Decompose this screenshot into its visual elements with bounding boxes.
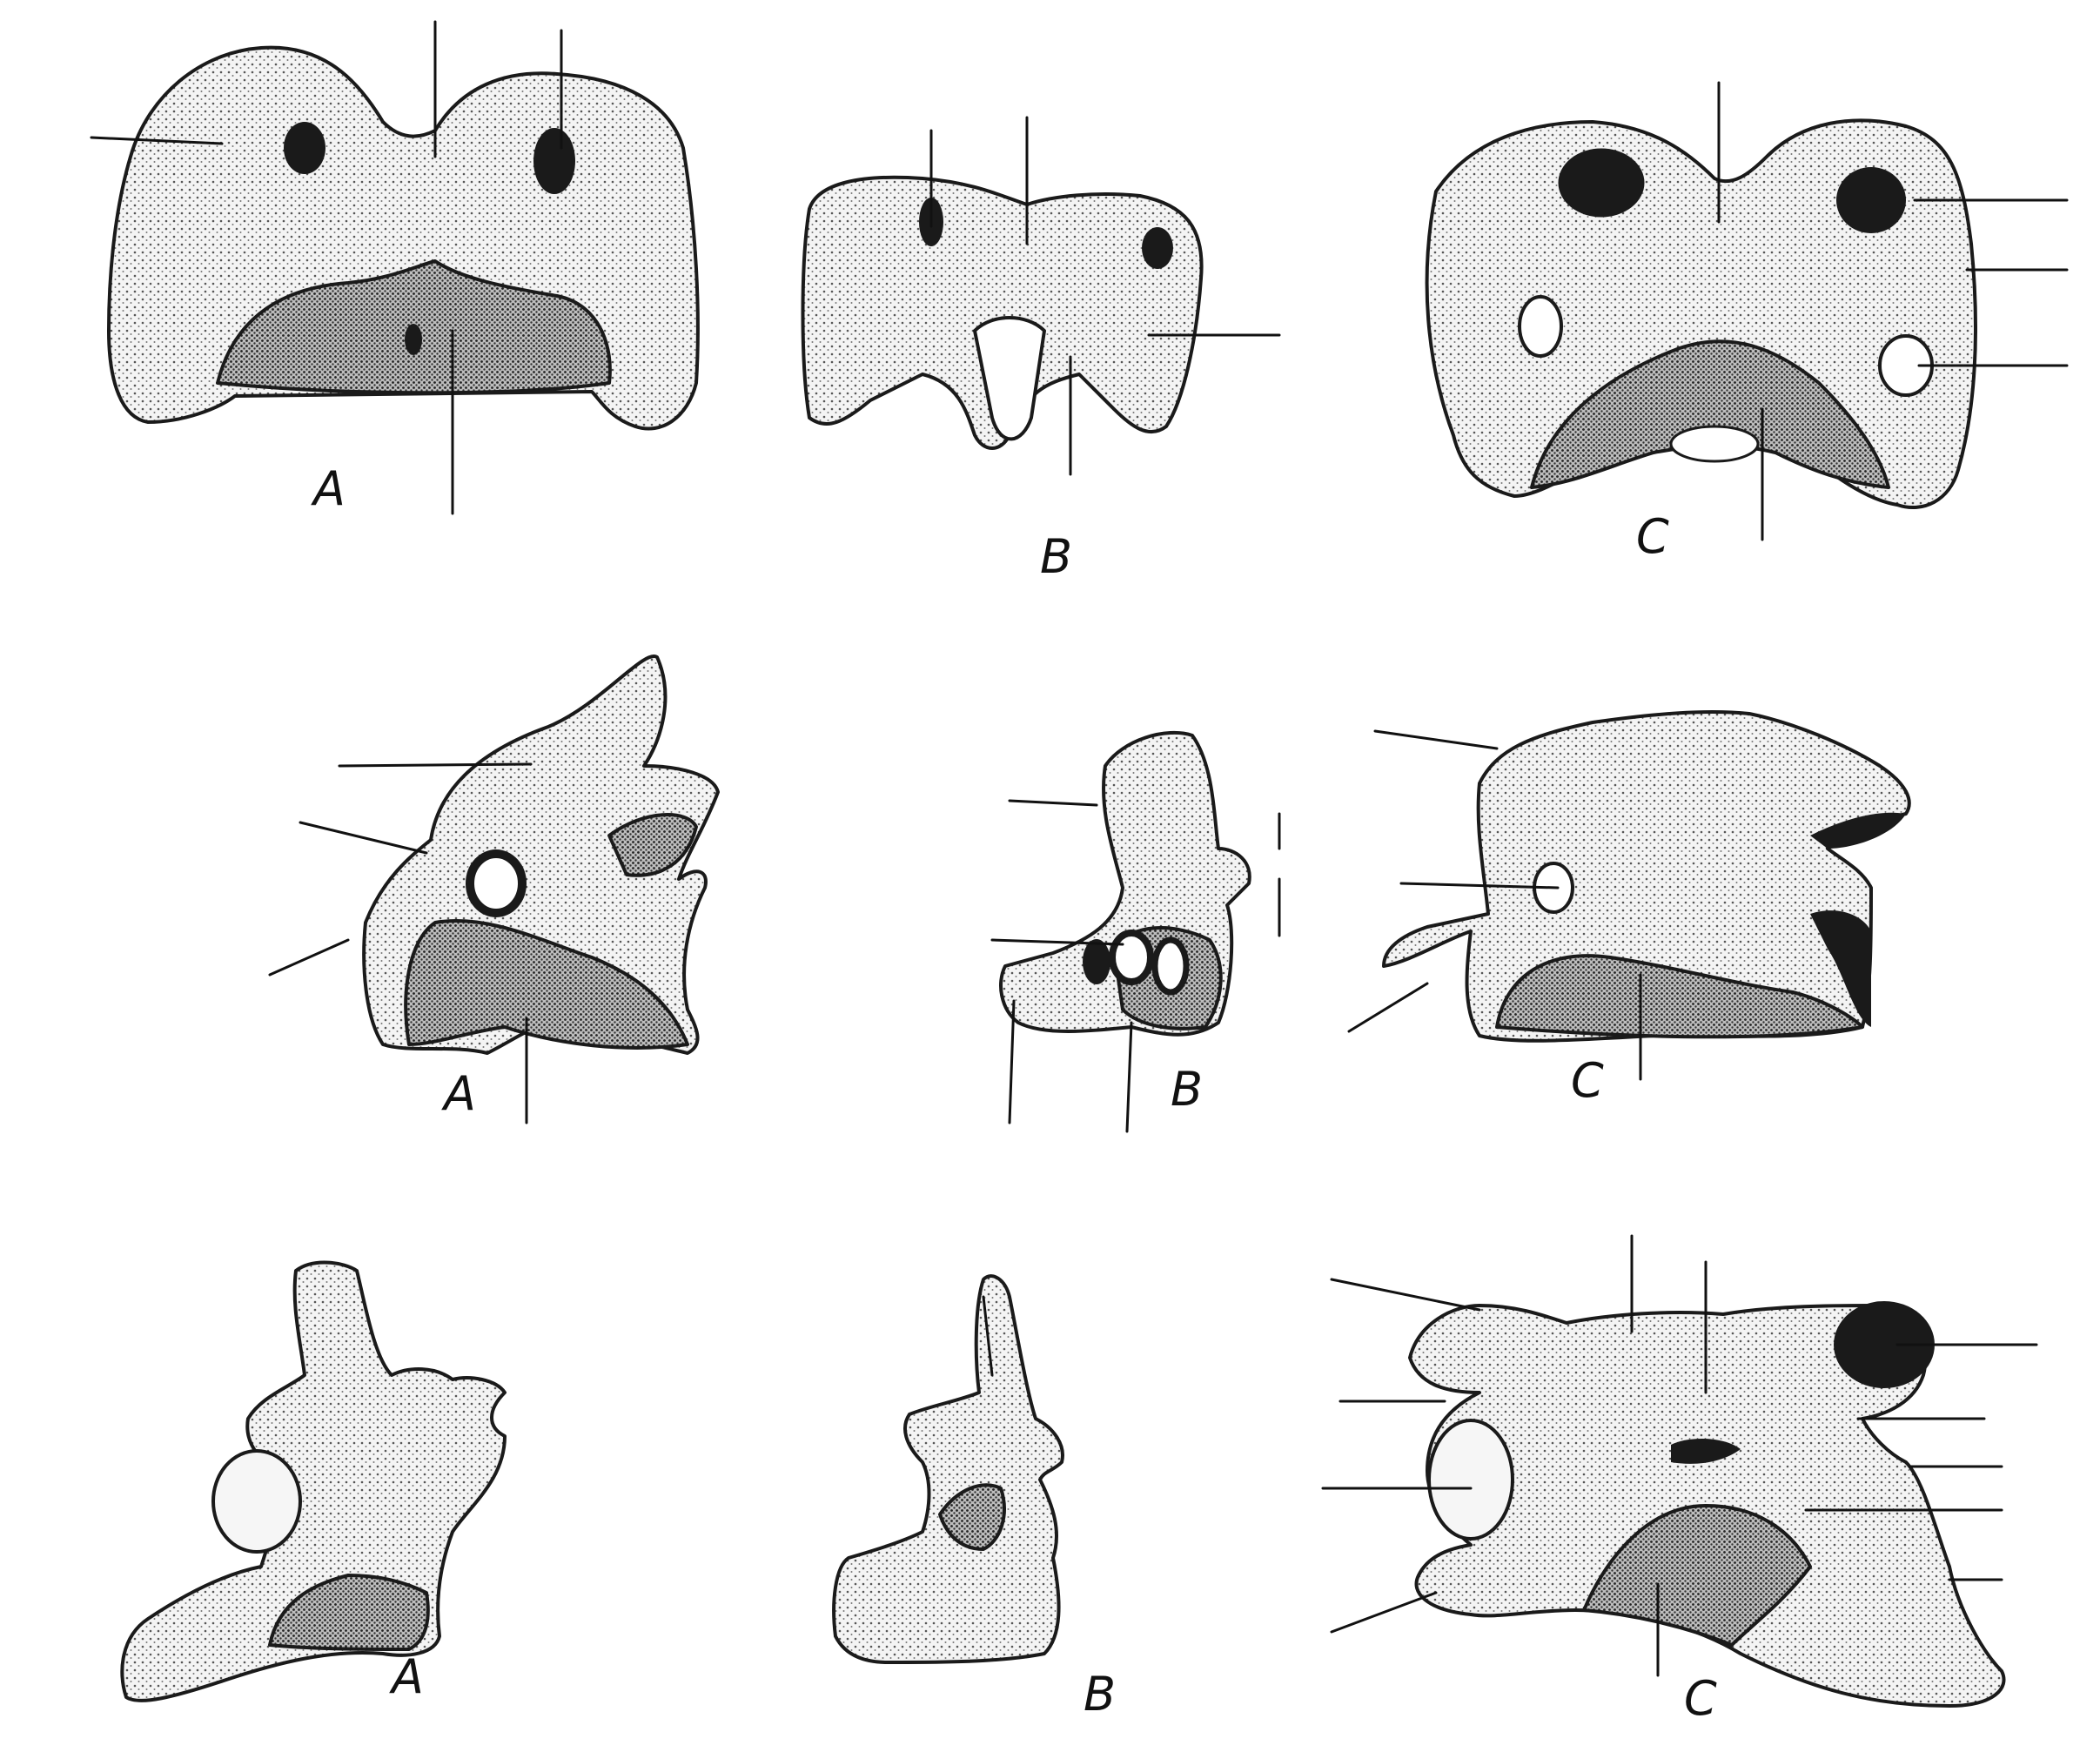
panel-label-a-bottom: A bbox=[389, 1649, 424, 1704]
panel-label-a-top: A bbox=[311, 461, 346, 516]
panel-label-c-top: C bbox=[1636, 509, 1669, 564]
vertebra-a-drawing bbox=[120, 1260, 507, 1702]
skull-side-a-drawing bbox=[268, 654, 720, 1124]
skull-side-c-drawing bbox=[1347, 710, 1911, 1081]
panel-label-b-top: B bbox=[1040, 529, 1072, 584]
panel-label-c-bottom: C bbox=[1684, 1671, 1717, 1726]
vertebra-c-drawing bbox=[1321, 1234, 2038, 1708]
panel-label-a-middle: A bbox=[441, 1066, 476, 1121]
skull-front-a-drawing bbox=[90, 20, 700, 515]
panel-label-b-bottom: B bbox=[1084, 1667, 1116, 1722]
skull-side-b-drawing bbox=[990, 730, 1281, 1133]
panel-label-b-middle: B bbox=[1171, 1062, 1203, 1117]
panel-label-c-middle: C bbox=[1571, 1053, 1604, 1108]
skull-front-b-drawing bbox=[801, 116, 1281, 476]
skull-front-c-drawing bbox=[1425, 81, 2069, 541]
vertebra-b-drawing bbox=[832, 1274, 1064, 1664]
